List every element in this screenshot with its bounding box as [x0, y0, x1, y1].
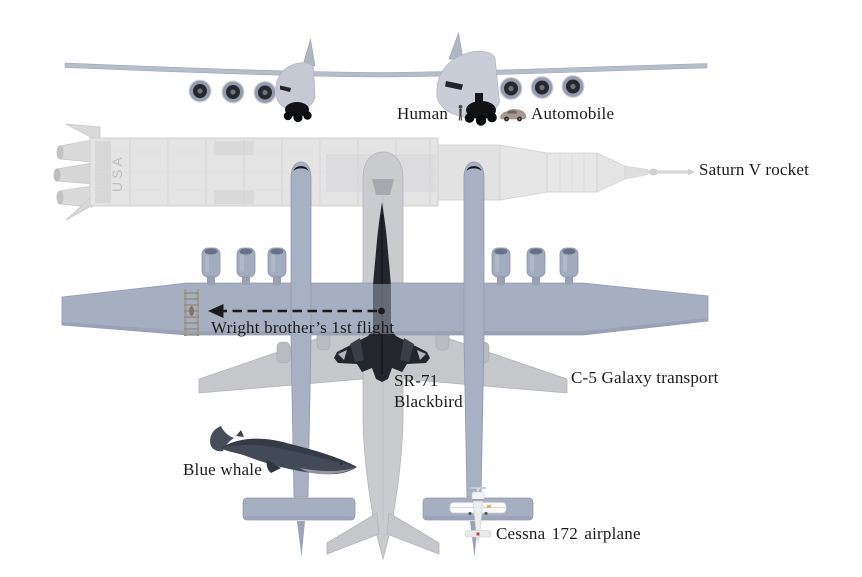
stratolaunch-front-view [64, 31, 708, 126]
stratolaunch-left-tailplane [242, 497, 356, 521]
sr71-label: SR-71 Blackbird [394, 371, 463, 412]
sr71-label-line2: Blackbird [394, 391, 463, 411]
c5-tailplane [326, 512, 440, 555]
stratolaunch-left-fin [297, 521, 305, 557]
human-label: Human [397, 104, 449, 123]
front-engines [188, 75, 585, 104]
stratolaunch-right-fuselage [463, 161, 485, 498]
escape-tower-tip [688, 168, 695, 176]
stratolaunch-engines-top [201, 247, 579, 285]
automobile-label: Automobile [531, 104, 615, 123]
human-figure-icon [458, 104, 463, 121]
cessna-label: Cessna 172 airplane [496, 524, 641, 543]
front-right-landing-gear [464, 93, 497, 126]
automobile-icon [500, 109, 527, 122]
c5-galaxy-label: C-5 Galaxy transport [571, 368, 719, 387]
blue-whale-label: Blue whale [183, 460, 262, 479]
stratolaunch-left-fuselage [290, 161, 312, 498]
sr71-label-line1: SR-71 [394, 371, 439, 390]
saturn-usa-marking: USA [109, 154, 125, 192]
front-left-landing-gear [283, 102, 312, 123]
front-left-fuselage [275, 62, 316, 111]
wright-first-flight-arrow [208, 304, 385, 318]
stratolaunch-top-view [61, 161, 709, 557]
wright-flight-label: Wright brother’s 1st flight [211, 318, 395, 337]
saturn-v-label: Saturn V rocket [699, 160, 810, 179]
sr71-blackbird [334, 202, 430, 382]
blue-whale [210, 426, 357, 475]
front-left-fin [302, 38, 316, 67]
c5-cockpit [372, 179, 394, 195]
front-wing [64, 62, 708, 78]
cessna-172 [449, 487, 507, 545]
wright-flyer-icon [184, 289, 200, 336]
